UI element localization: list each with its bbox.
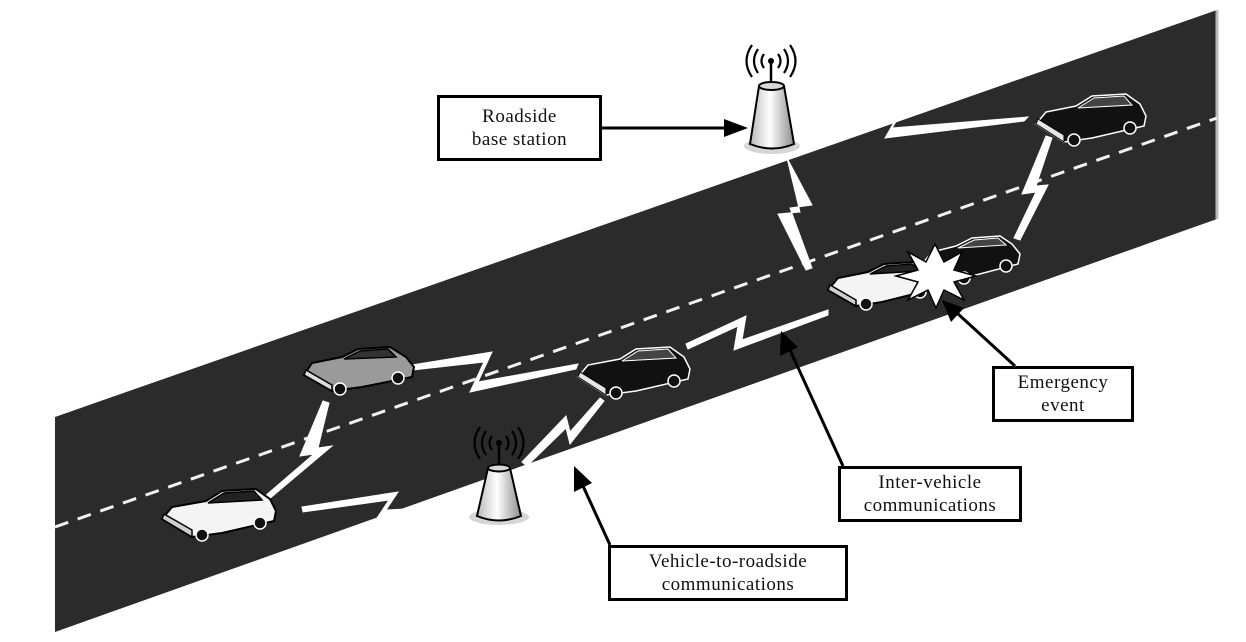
wireless-link-icon [301,491,471,519]
label-line: base station [471,129,568,150]
arrow-icon [942,300,964,322]
car-icon [160,487,278,542]
arrow-icon [955,311,1017,368]
arrow-icon [724,119,748,137]
label-vehicle-to-roadside-communications: Vehicle-to-roadside communications [608,545,848,601]
wireless-link-icon [1013,135,1053,241]
arrow-icon [574,466,592,492]
base-station-icon [469,426,529,525]
wireless-link-icon [796,103,1030,139]
collision-burst-icon [893,242,979,310]
wireless-link-icon [685,309,829,351]
wireless-link-icon [521,397,605,467]
label-line: Emergency [1017,372,1109,393]
car-icon [576,346,691,400]
arrow-icon [780,331,798,356]
arrows [574,119,1017,546]
car-icon [1034,93,1147,147]
label-emergency-event: Emergency event [992,366,1134,422]
label-line: Vehicle-to-roadside [648,551,808,572]
label-line: Inter-vehicle [878,472,982,493]
label-line: communications [661,574,795,595]
base-station-icon [744,44,800,154]
road [55,10,1217,632]
arrow-icon [788,349,845,467]
label-inter-vehicle-communications: Inter-vehicle communications [838,466,1022,522]
wireless-link-icon [411,351,579,393]
label-line: Roadside [482,106,557,127]
arrow-icon [581,485,612,546]
lane-marking [54,116,1218,529]
label-roadside-base-station: Roadside base station [437,95,602,161]
wireless-link-icon [777,157,813,271]
car-icon [302,345,416,396]
label-line: communications [863,495,997,516]
label-line: event [1041,395,1085,416]
